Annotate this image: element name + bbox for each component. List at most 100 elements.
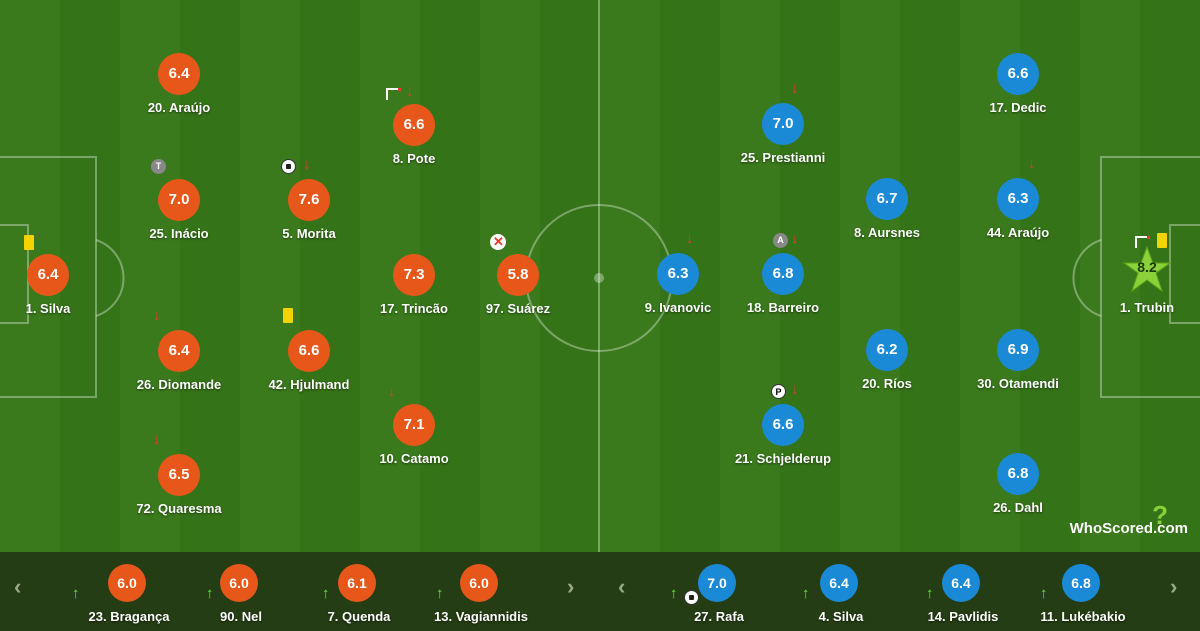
man-of-the-match-star-icon [1122,245,1172,293]
sub-on-arrow-icon [924,585,940,604]
player-away-araujo[interactable]: 6.3 44. Araújo [938,155,1098,240]
player-name: 25. Inácio [149,226,209,241]
player-home-pote[interactable]: 6.6 8. Pote [334,83,494,166]
away-subs-next-button[interactable]: › [1170,574,1178,599]
player-name: 90. Nel [220,609,262,624]
player-name: 5. Morita [282,226,336,241]
yellow-card-icon [1157,233,1167,248]
sub-off-arrow-icon [684,230,700,249]
sub-on-arrow-icon [70,585,86,604]
player-away-barreiro[interactable]: A 6.8 18. Barreiro [703,230,863,315]
player-rating: 7.1 [393,404,435,446]
sub-on-arrow-icon [668,585,684,604]
logo-mark-icon: ? [1152,500,1168,530]
player-rating: 6.2 [866,329,908,371]
player-home-trincao[interactable]: 7.3 17. Trincão [334,254,494,316]
sub-on-arrow-icon [204,585,220,604]
goal-ball-icon [684,590,699,605]
player-away-otamendi[interactable]: 6.9 30. Otamendi [938,329,1098,391]
player-name: 8. Pote [392,151,436,166]
sub-off-arrow-icon [789,381,805,400]
player-name: 17. Trincão [380,301,448,316]
player-rating: 6.4 [820,564,858,602]
player-home-hjulmand[interactable]: 6.6 42. Hjulmand [229,308,389,392]
player-name: 1. Silva [25,301,71,316]
goal-ball-icon [281,159,296,174]
player-name: 18. Barreiro [746,300,820,315]
player-rating: 6.6 [288,330,330,372]
player-rating: 6.5 [158,454,200,496]
player-home-quaresma[interactable]: 6.5 72. Quaresma [99,431,259,516]
corner-kick-icon [386,88,401,100]
player-name: 26. Dahl [993,500,1043,515]
player-rating: 7.0 [698,564,736,602]
home-subs-next-button[interactable]: › [567,574,575,599]
player-name: 42. Hjulmand [268,377,350,392]
player-home-silva[interactable]: 6.4 1. Silva [0,235,128,316]
sub-away-pavlidis[interactable]: 6.4 14. Pavlidis [888,564,1038,624]
assist-badge-icon: A [773,233,788,248]
player-rating: 6.4 [27,254,69,296]
player-rating: 7.6 [288,179,330,221]
player-rating: 6.4 [942,564,980,602]
sub-off-arrow-icon [301,156,317,175]
sub-off-arrow-icon [789,230,805,249]
sub-home-vagiannidis[interactable]: 6.0 13. Vagiannidis [406,564,556,624]
player-rating: 6.4 [158,330,200,372]
player-name: 26. Diomande [136,377,222,392]
player-name: 20. Ríos [862,376,912,391]
player-name: 8. Aursnes [854,225,920,240]
sub-off-arrow-icon [151,431,167,450]
player-rating: 6.3 [997,178,1039,220]
player-home-catamo[interactable]: 7.1 10. Catamo [334,383,494,466]
player-home-suarez[interactable]: 5.8 97. Suárez [438,234,598,316]
player-away-schjelderup[interactable]: P 6.6 21. Schjelderup [703,381,863,466]
player-rating: 6.8 [997,453,1039,495]
player-home-inacio[interactable]: T 7.0 25. Inácio [99,159,259,241]
sub-home-braganca[interactable]: 6.0 23. Bragança [54,564,204,624]
player-rating: 6.7 [866,178,908,220]
sub-home-quenda[interactable]: 6.1 7. Quenda [284,564,434,624]
player-home-araujo[interactable]: 6.4 20. Araújo [99,53,259,115]
player-rating: 7.0 [158,179,200,221]
player-away-trubin[interactable]: 8.2 1. Trubin [1067,233,1200,315]
player-rating: 6.3 [657,253,699,295]
sub-off-arrow-icon [789,80,805,99]
player-away-rios[interactable]: 6.2 20. Ríos [807,329,967,391]
sub-off-arrow-icon [386,383,402,402]
sub-away-lukebakio[interactable]: 6.8 11. Lukébakio [1008,564,1158,624]
player-rating: 8.2 [1137,259,1157,275]
sub-on-arrow-icon [320,585,336,604]
player-away-ivanovic[interactable]: 6.3 9. Ivanovic [598,230,758,315]
pitch: 6.4 20. Araújo 6.6 8. Pote T 7.0 25. Iná… [0,0,1200,552]
sub-home-nel[interactable]: 6.0 90. Nel [166,564,316,624]
whoscored-logo: ? WhoScored.com [1069,500,1188,537]
sub-off-arrow-icon [404,83,420,102]
player-away-dahl[interactable]: 6.8 26. Dahl [938,453,1098,515]
player-rating: 6.0 [220,564,258,602]
sub-away-silva[interactable]: 6.4 4. Silva [766,564,916,624]
substitutes-bar: ‹ › ‹ › 6.0 23. Bragança 6.0 90. Nel 6.1… [0,552,1200,631]
sub-on-arrow-icon [800,585,816,604]
player-name: 97. Suárez [485,301,551,316]
sub-away-rafa[interactable]: 7.0 27. Rafa [644,564,794,624]
player-home-diomande[interactable]: 6.4 26. Diomande [99,307,259,392]
player-home-morita[interactable]: 7.6 5. Morita [229,156,389,241]
player-name: 1. Trubin [1119,300,1175,315]
player-rating: 5.8 [497,254,539,296]
logo-text: WhoScored.com [1069,520,1188,537]
player-name: 17. Dedic [989,100,1047,115]
player-rating: 6.0 [108,564,146,602]
player-rating: 6.8 [1062,564,1100,602]
sub-off-arrow-icon [1026,155,1042,174]
away-subs-prev-button[interactable]: ‹ [618,574,626,599]
yellow-card-icon [24,235,34,250]
player-away-prestianni[interactable]: 7.0 25. Prestianni [703,80,863,165]
player-name: 27. Rafa [694,609,744,624]
player-away-aursnes[interactable]: 6.7 8. Aursnes [807,178,967,240]
player-name: 21. Schjelderup [734,451,832,466]
player-away-dedic[interactable]: 6.6 17. Dedic [938,53,1098,115]
save-icon [1135,236,1150,248]
home-subs-prev-button[interactable]: ‹ [14,574,22,599]
